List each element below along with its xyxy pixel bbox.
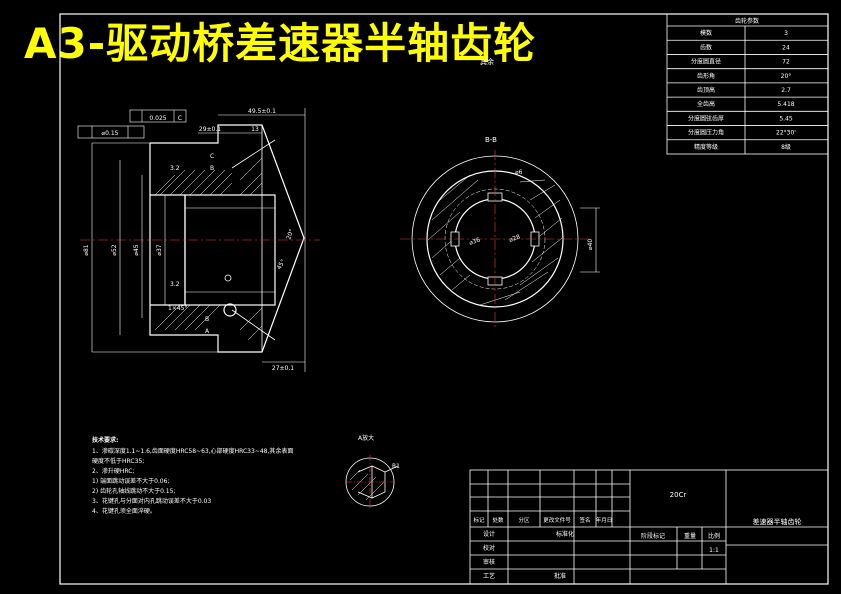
gear-table-label: 全齿高 <box>697 100 715 108</box>
roughness-remaining-label: 其余 <box>480 57 494 66</box>
gear-table-label: 齿顶高 <box>697 86 715 94</box>
dim-29: 29±0.1 <box>199 126 221 133</box>
gear-table-title: 齿轮参数 <box>735 17 759 25</box>
section-dim-labels: 49.5±0.1 0.025 C ⌀0.15 29±0.1 13 27±0.1 … <box>83 108 296 372</box>
notes-line: 3、花键孔与分面对内孔跳动误差不大于0.03 <box>92 497 211 505</box>
dim-diameter-outer: ⌀81 <box>83 244 90 255</box>
gear-table-label: 分度圆压力角 <box>688 129 724 137</box>
detail-a-radius: R1 <box>392 463 400 470</box>
angle-label-a: 20° <box>285 228 295 240</box>
title-stage-mark: 阶段标记 <box>641 532 665 540</box>
dim-d36: ⌀36 <box>468 236 481 246</box>
detail-a-label: A放大 <box>358 434 374 442</box>
notes-line: 4、花键孔须全面淬硬。 <box>92 507 156 515</box>
notes-line: 硬度不低于HRC35; <box>92 457 144 465</box>
drawing-title-banner: A3-驱动桥差速器半轴齿轮 <box>24 19 537 68</box>
title-row-label: 设计 <box>483 530 495 538</box>
gear-table-value: 3 <box>784 30 788 37</box>
section-hatch-upper <box>154 157 263 196</box>
gear-table-value: 72 <box>782 59 790 66</box>
technical-notes: 技术要求: 1、渗碳深度1.1~1.6,齿面硬度HRC58~63,心部硬度HRC3… <box>92 436 293 515</box>
title-block <box>469 469 829 585</box>
dim-d40: ⌀40 <box>587 239 594 250</box>
title-header-cell: 签名 <box>579 516 590 524</box>
notes-line: 1) 端面跳动误差不大于0.06; <box>92 477 169 485</box>
gear-table-label: 精度等级 <box>694 143 718 151</box>
roughness-32-a: 3.2 <box>170 165 180 172</box>
angle-label-b: 45° <box>276 258 287 271</box>
notes-title: 技术要求: <box>92 436 118 444</box>
datum-b-marker: B <box>210 165 214 172</box>
datum-a-label: A <box>205 328 210 335</box>
title-ratio-label: 比例 <box>708 532 720 540</box>
section-dimensions <box>77 108 306 372</box>
gear-table-value: 22°30' <box>776 130 796 137</box>
section-bb-label: B-B <box>485 136 497 144</box>
notes-line: 2、渗升硬HRC; <box>92 467 134 475</box>
section-hatch-lower <box>154 304 263 341</box>
dim-d28: ⌀28 <box>508 233 521 243</box>
dim-diameter-45: ⌀45 <box>133 244 140 255</box>
notes-line: 1、渗碳深度1.1~1.6,齿面硬度HRC58~63,心部硬度HRC33~48,… <box>92 447 293 455</box>
gear-section-view <box>149 124 305 353</box>
gear-table-value: 20° <box>781 73 792 80</box>
title-row-label: 工艺 <box>483 572 495 580</box>
title-header-cell: 标记 <box>473 516 485 524</box>
title-standardize: 标准化 <box>556 530 574 538</box>
roughness-32-b: 3.2 <box>170 281 180 288</box>
datum-c-label: C <box>178 115 182 122</box>
title-header-cell: 处数 <box>492 516 504 524</box>
dim-chamfer: 1×45° <box>168 305 187 312</box>
dim-d6: ⌀6 <box>515 169 523 176</box>
title-header-cell: 分区 <box>518 516 530 524</box>
gear-table-value: 2.7 <box>781 87 791 94</box>
title-weight-label: 重量 <box>684 532 696 540</box>
title-header-cell: 年月日 <box>596 516 613 524</box>
gear-table-label: 齿数 <box>700 43 712 51</box>
gear-table-label: 分度圆直径 <box>691 58 721 66</box>
title-row-label: 审核 <box>483 558 495 566</box>
title-approve: 批准 <box>554 572 566 580</box>
dim-flatness: 0.025 <box>149 115 166 122</box>
title-part-name: 差速器半轴齿轮 <box>753 517 802 526</box>
section-bb-hatch <box>427 174 563 306</box>
datum-c-marker: C <box>210 153 214 160</box>
gear-table-label: 模数 <box>700 29 712 37</box>
dim-13: 13 <box>251 126 259 133</box>
gear-table-value: 24 <box>782 44 790 51</box>
gear-table-value: 5.418 <box>777 101 794 108</box>
gear-table-value: 5.45 <box>779 115 793 122</box>
gear-table-label: 分度圆弦齿厚 <box>688 114 724 122</box>
title-header-cell: 更改文件号 <box>543 516 571 524</box>
notes-line: 2) 齿轮孔轴线跳动不大于0.15; <box>92 487 175 495</box>
drawing-frame <box>59 13 829 585</box>
gear-table-value: 8级 <box>781 143 791 151</box>
dim-overall-length: 49.5±0.1 <box>248 108 276 115</box>
dim-diameter-37: ⌀37 <box>156 244 163 255</box>
dim-27: 27±0.1 <box>272 365 294 372</box>
dim-position-tol: ⌀0.15 <box>102 130 119 137</box>
datum-b-label: B <box>205 316 209 323</box>
title-row-label: 校对 <box>483 544 495 552</box>
gear-parameter-table <box>666 13 829 155</box>
title-material: 20Cr <box>670 491 687 499</box>
dim-diameter-52: ⌀52 <box>111 244 118 255</box>
gear-table-label: 齿形角 <box>697 72 715 80</box>
title-scale: 1:1 <box>709 547 719 554</box>
